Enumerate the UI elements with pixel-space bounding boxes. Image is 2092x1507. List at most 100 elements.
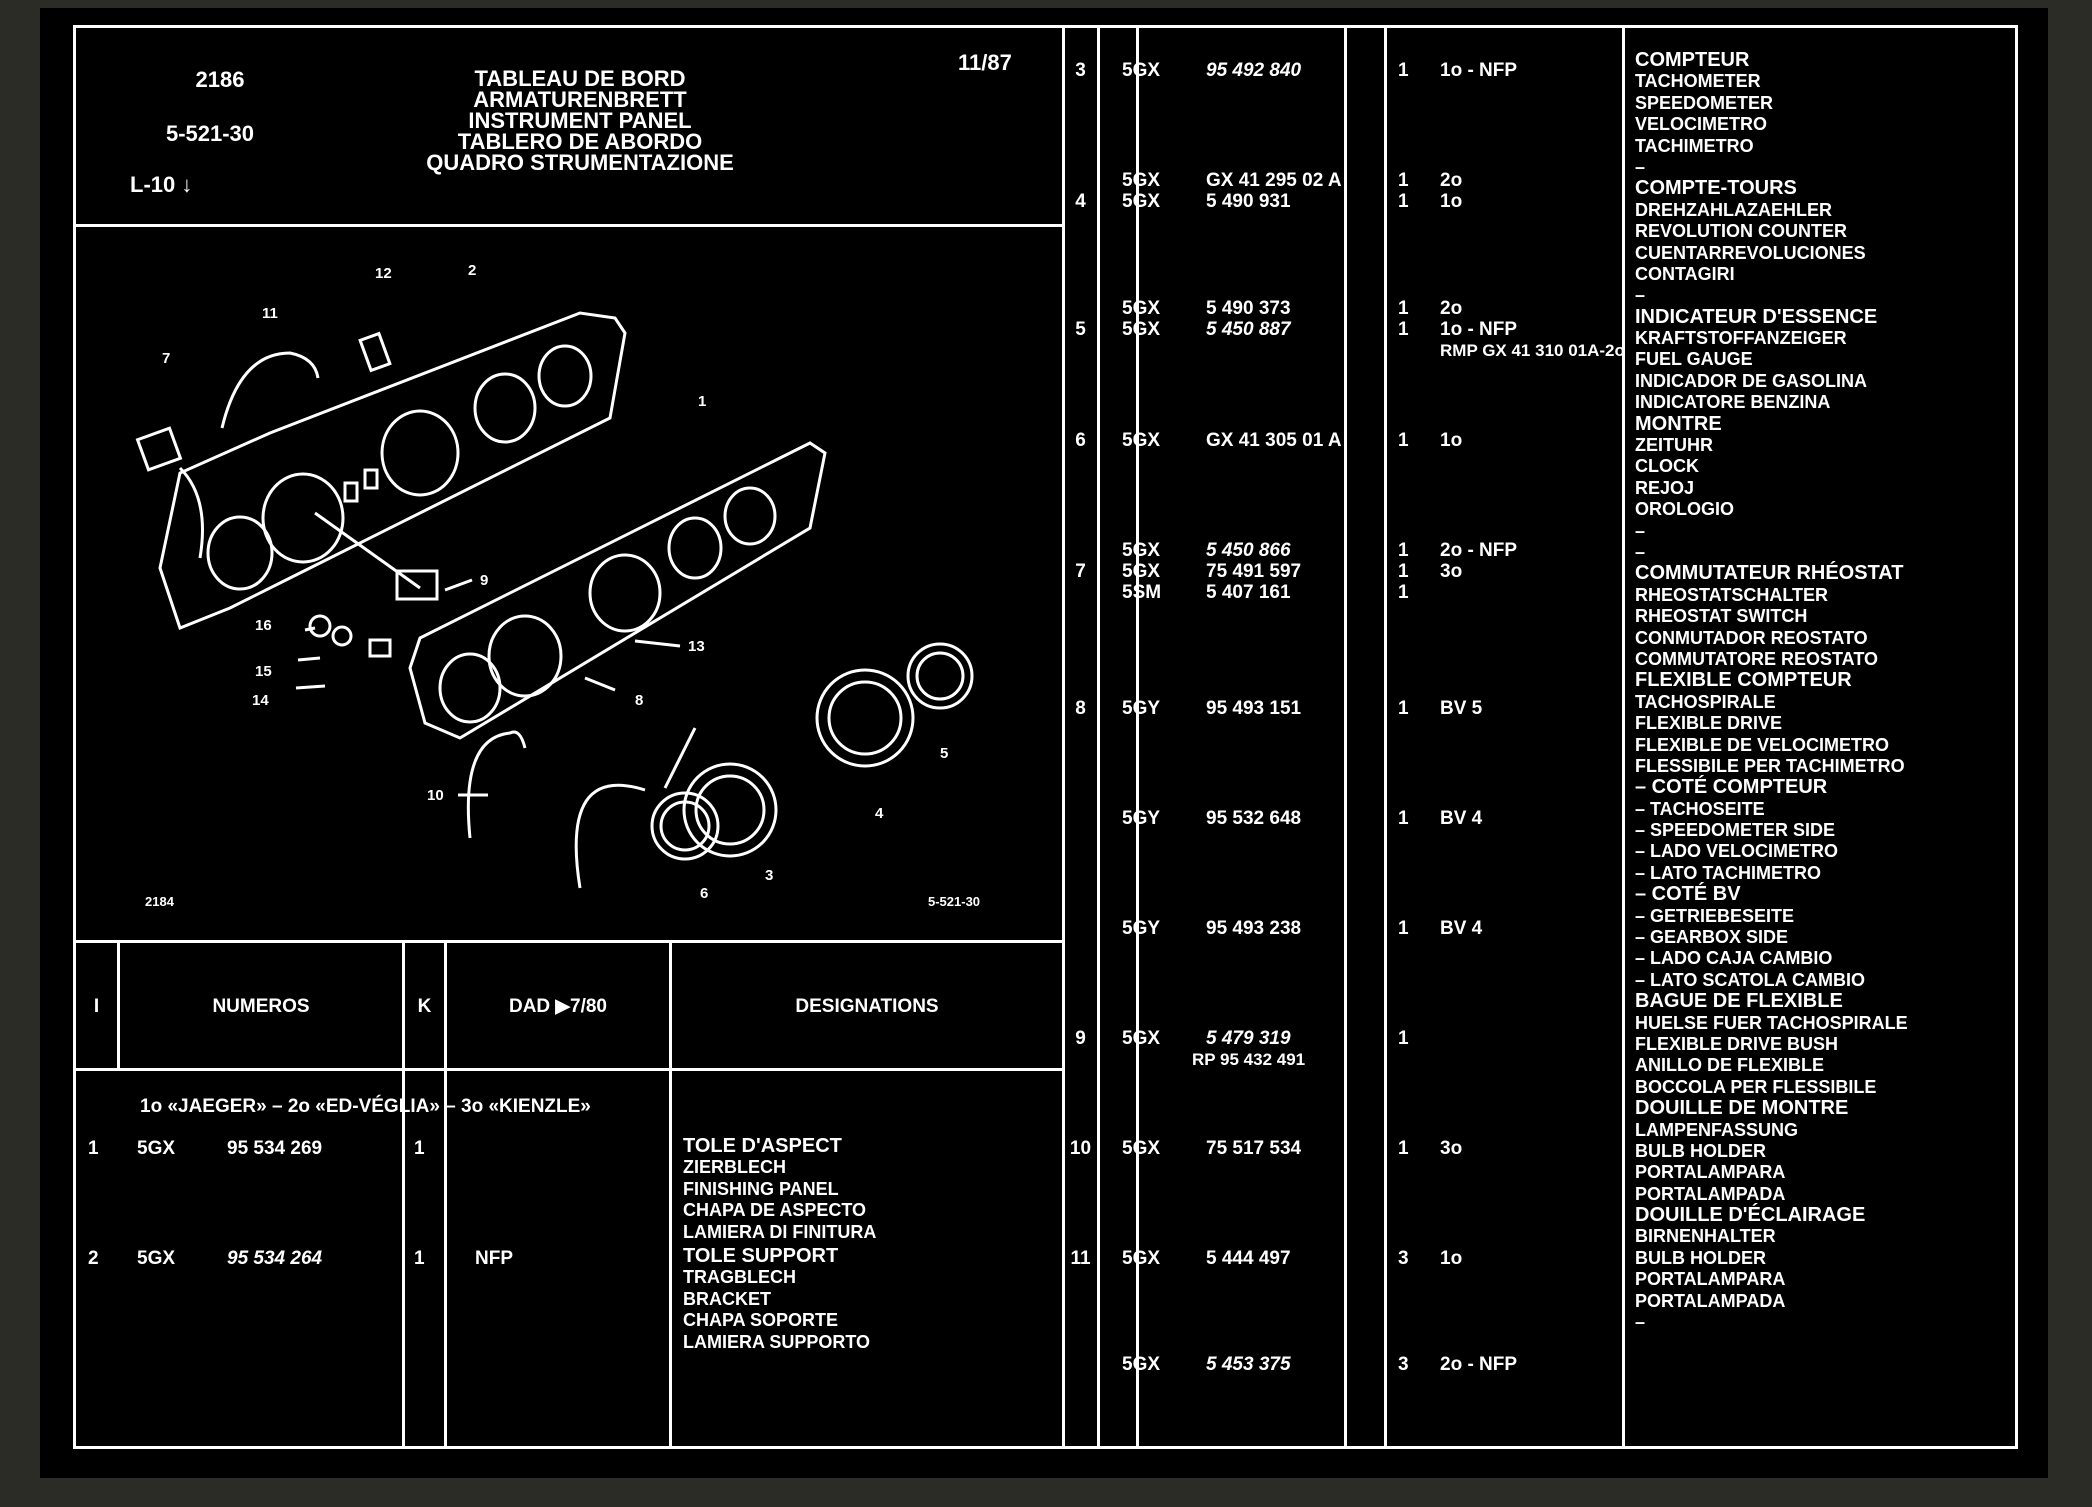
col-header-designations: DESIGNATIONS [795,996,939,1017]
callout-label: 8 [635,692,643,709]
callout-label: 7 [162,350,170,367]
designation-line: INDICADOR DE GASOLINA [1635,370,1868,391]
quantity: 1 [1398,808,1409,829]
part-prefix: 5GX [1122,191,1161,212]
dad-note: 3o [1440,561,1463,582]
callout-label: 11 [262,305,278,322]
part-prefix: 5GX [137,1248,176,1269]
quantity: 1 [414,1248,425,1269]
designation-line: LAMPENFASSUNG [1635,1119,1799,1140]
callout-label: 5 [940,745,948,762]
part-number: 95 493 238 [1206,918,1302,939]
designation-line: – [1635,541,1646,562]
part-number: 5 453 375 [1206,1354,1291,1375]
designation-line: COMMUTATORE REOSTATO [1635,648,1878,669]
quantity: 1 [1398,191,1409,212]
callout-label: 13 [688,638,705,655]
designation-line: RHEOSTATSCHALTER [1635,584,1828,605]
designation-line: LAMIERA DI FINITURA [683,1221,877,1242]
callout-label: 2 [468,262,476,279]
dad-note: 2o - NFP [1440,540,1518,561]
designation-line: DREHZAHLAZAEHLER [1635,199,1832,220]
callout-label: 16 [255,617,272,634]
frame-left [73,25,76,1449]
part-number: 95 493 151 [1206,698,1302,719]
item-number: 3 [1075,60,1086,81]
col-line-f [1097,25,1100,1449]
item-number: 4 [1075,191,1086,212]
quantity: 1 [1398,698,1409,719]
quantity: 1 [1398,319,1409,340]
dad-note: 3o [1440,1138,1463,1159]
dad-note: 2o [1440,298,1463,319]
col-line-h [1344,25,1347,1449]
down-arrow-icon: ↓ [181,172,193,197]
col-line-b [402,940,405,1446]
designation-line: – GEARBOX SIDE [1635,927,1789,948]
designation-line: ZIERBLECH [683,1157,786,1178]
diagram-ref-right: 5-521-30 [928,894,980,909]
item-number: 7 [1075,561,1086,582]
designation-line: FLEXIBLE DRIVE [1635,713,1783,734]
col-header-item: I [93,996,100,1017]
designation-heading: BAGUE DE FLEXIBLE [1635,990,1843,1013]
part-prefix: 5GX [1122,1138,1161,1159]
part-number: 5 407 161 [1206,582,1291,603]
designation-line: RHEOSTAT SWITCH [1635,606,1808,627]
parts-sheet: 2186 5-521-30 L-10 ↓ 11/87 TABLEAU DE BO… [40,8,2048,1478]
designation-line: CONMUTADOR REOSTATO [1635,627,1868,648]
designation-heading: TOLE D'ASPECT [683,1135,842,1157]
header-separator [73,1068,1062,1071]
sheet-title: TABLEAU DE BORD ARMATURENBRETT INSTRUMEN… [410,66,750,175]
designation-line: FLEXIBLE DE VELOCIMETRO [1635,734,1890,755]
item-number: 5 [1075,319,1086,340]
item-number: 10 [1069,1138,1092,1159]
part-number: 95 534 264 [227,1248,323,1269]
designation-line: ANILLO DE FLEXIBLE [1635,1055,1824,1076]
designation-line: – [1635,285,1646,306]
col-header-k: K [417,996,432,1017]
callout-label: 10 [427,787,444,804]
frame-bottom [73,1446,2017,1449]
dad-note: 1o [1440,430,1463,451]
callout-label: 12 [375,265,392,282]
part-prefix: 5SM [1122,582,1162,603]
designation-line: PORTALAMPARA [1635,1269,1786,1290]
replacement-note: RMP GX 41 310 01A-2o [1440,341,1625,360]
designation-line: CUENTARREVOLUCIONES [1635,242,1866,263]
callout-label: 1 [698,393,706,410]
designation-line: – LADO CAJA CAMBIO [1635,948,1833,969]
dad-note: NFP [475,1248,513,1269]
designation-line: KRAFTSTOFFANZEIGER [1635,328,1847,349]
col-line-j [1622,25,1625,1449]
title-line: TABLEAU DE BORD [474,66,686,91]
finishing-panel-outline [408,441,827,740]
dad-note: 1o - NFP [1440,60,1518,81]
col-line-c [444,940,447,1446]
part-prefix: 5GX [137,1138,176,1159]
part-number: 95 532 648 [1206,808,1302,829]
item-number: 9 [1075,1028,1086,1049]
designation-line: BIRNENHALTER [1635,1226,1776,1247]
dad-note: 2o - NFP [1440,1354,1518,1375]
dad-note: BV 5 [1440,698,1483,719]
frame-right [2015,25,2018,1449]
designation-line: – LADO VELOCIMETRO [1635,841,1839,862]
designation-line: BRACKET [683,1288,771,1309]
designation-heading: INDICATEUR D'ESSENCE [1635,305,1878,328]
callout-label: 14 [252,692,269,709]
designation-line: – GETRIEBESEITE [1635,905,1795,926]
title-line: ARMATURENBRETT [473,87,687,112]
dad-note: BV 4 [1440,808,1483,829]
designation-line: INDICATORE BENZINA [1635,392,1831,413]
dad-note: 2o [1440,170,1463,191]
title-line: QUADRO STRUMENTAZIONE [426,150,734,175]
designation-line: CHAPA DE ASPECTO [683,1200,867,1221]
part-prefix: 5GY [1122,808,1161,829]
part-number: 95 492 840 [1206,60,1302,81]
designation-heading: – COTÉ BV [1635,883,1741,906]
col-line-i [1384,25,1387,1449]
part-prefix: 5GX [1122,561,1161,582]
part-number: GX 41 305 01 A [1206,430,1342,451]
part-prefix: 5GY [1122,698,1161,719]
